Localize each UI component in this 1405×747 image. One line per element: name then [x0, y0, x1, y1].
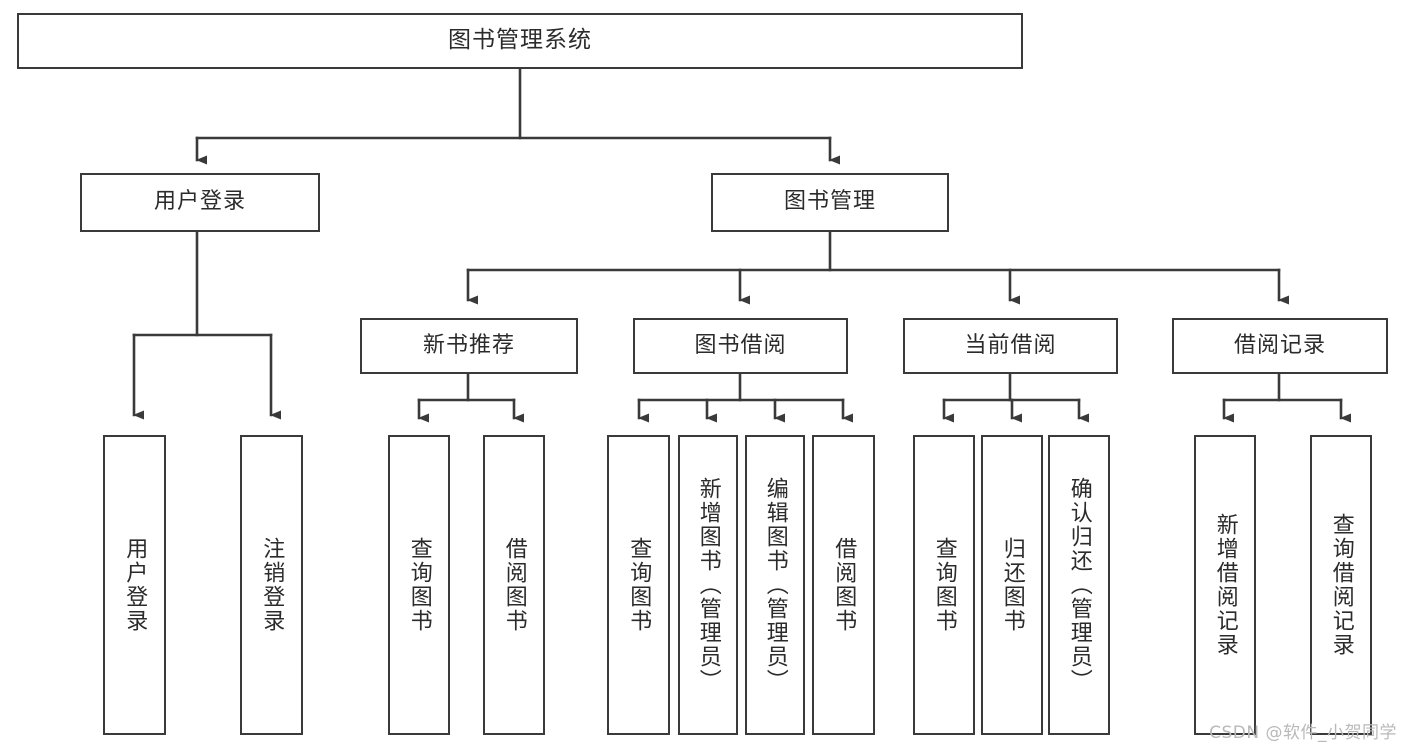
leaf-current-borrow-return[interactable]: 归还图书 [981, 435, 1043, 735]
leaf-label: 新增借阅记录 [1212, 513, 1238, 657]
leaf-user-login-login[interactable]: 用户登录 [103, 435, 166, 735]
leaf-new-book-borrow[interactable]: 借阅图书 [483, 435, 545, 735]
leaf-borrow-record-query[interactable]: 查询借阅记录 [1310, 435, 1372, 735]
leaf-book-borrow-add[interactable]: 新增图书（管理员） [678, 435, 738, 735]
node-user-login[interactable]: 用户登录 [80, 173, 320, 232]
node-root-book-management-system[interactable]: 图书管理系统 [17, 13, 1023, 69]
leaf-user-login-logout[interactable]: 注销登录 [240, 435, 303, 735]
leaf-label: 查询图书 [406, 537, 432, 633]
leaf-label: 查询借阅记录 [1328, 513, 1354, 657]
leaf-new-book-query[interactable]: 查询图书 [388, 435, 450, 735]
node-borrow-record-label: 借阅记录 [1233, 332, 1326, 358]
leaf-label: 新增图书（管理员） [695, 477, 721, 693]
node-root-label: 图书管理系统 [448, 27, 592, 54]
leaf-label: 注销登录 [259, 537, 285, 633]
leaf-book-borrow-query[interactable]: 查询图书 [607, 435, 670, 735]
leaf-book-borrow-edit[interactable]: 编辑图书（管理员） [745, 435, 805, 735]
node-user-login-label: 用户登录 [153, 189, 246, 215]
node-current-borrow-label: 当前借阅 [964, 332, 1057, 358]
watermark-text: CSDN @软件_小贺同学 [1209, 723, 1397, 743]
leaf-book-borrow-borrow[interactable]: 借阅图书 [812, 435, 875, 735]
node-new-book-recommend[interactable]: 新书推荐 [360, 318, 578, 374]
node-new-book-recommend-label: 新书推荐 [422, 332, 515, 358]
leaf-label: 查询图书 [626, 537, 652, 633]
node-current-borrow[interactable]: 当前借阅 [903, 318, 1118, 374]
node-book-borrow-label: 图书借阅 [694, 332, 787, 358]
node-book-management[interactable]: 图书管理 [711, 173, 949, 232]
leaf-label: 用户登录 [122, 537, 148, 633]
leaf-label: 编辑图书（管理员） [762, 477, 788, 693]
leaf-label: 借阅图书 [501, 537, 527, 633]
leaf-label: 确认归还（管理员） [1066, 477, 1092, 693]
leaf-label: 查询图书 [931, 537, 957, 633]
node-book-management-label: 图书管理 [783, 189, 876, 215]
leaf-borrow-record-add[interactable]: 新增借阅记录 [1194, 435, 1256, 735]
leaf-current-borrow-confirm-return[interactable]: 确认归还（管理员） [1048, 435, 1110, 735]
leaf-label: 借阅图书 [831, 537, 857, 633]
leaf-label: 归还图书 [999, 537, 1025, 633]
node-book-borrow[interactable]: 图书借阅 [633, 318, 848, 374]
leaf-current-borrow-query[interactable]: 查询图书 [913, 435, 975, 735]
node-borrow-record[interactable]: 借阅记录 [1172, 318, 1388, 374]
